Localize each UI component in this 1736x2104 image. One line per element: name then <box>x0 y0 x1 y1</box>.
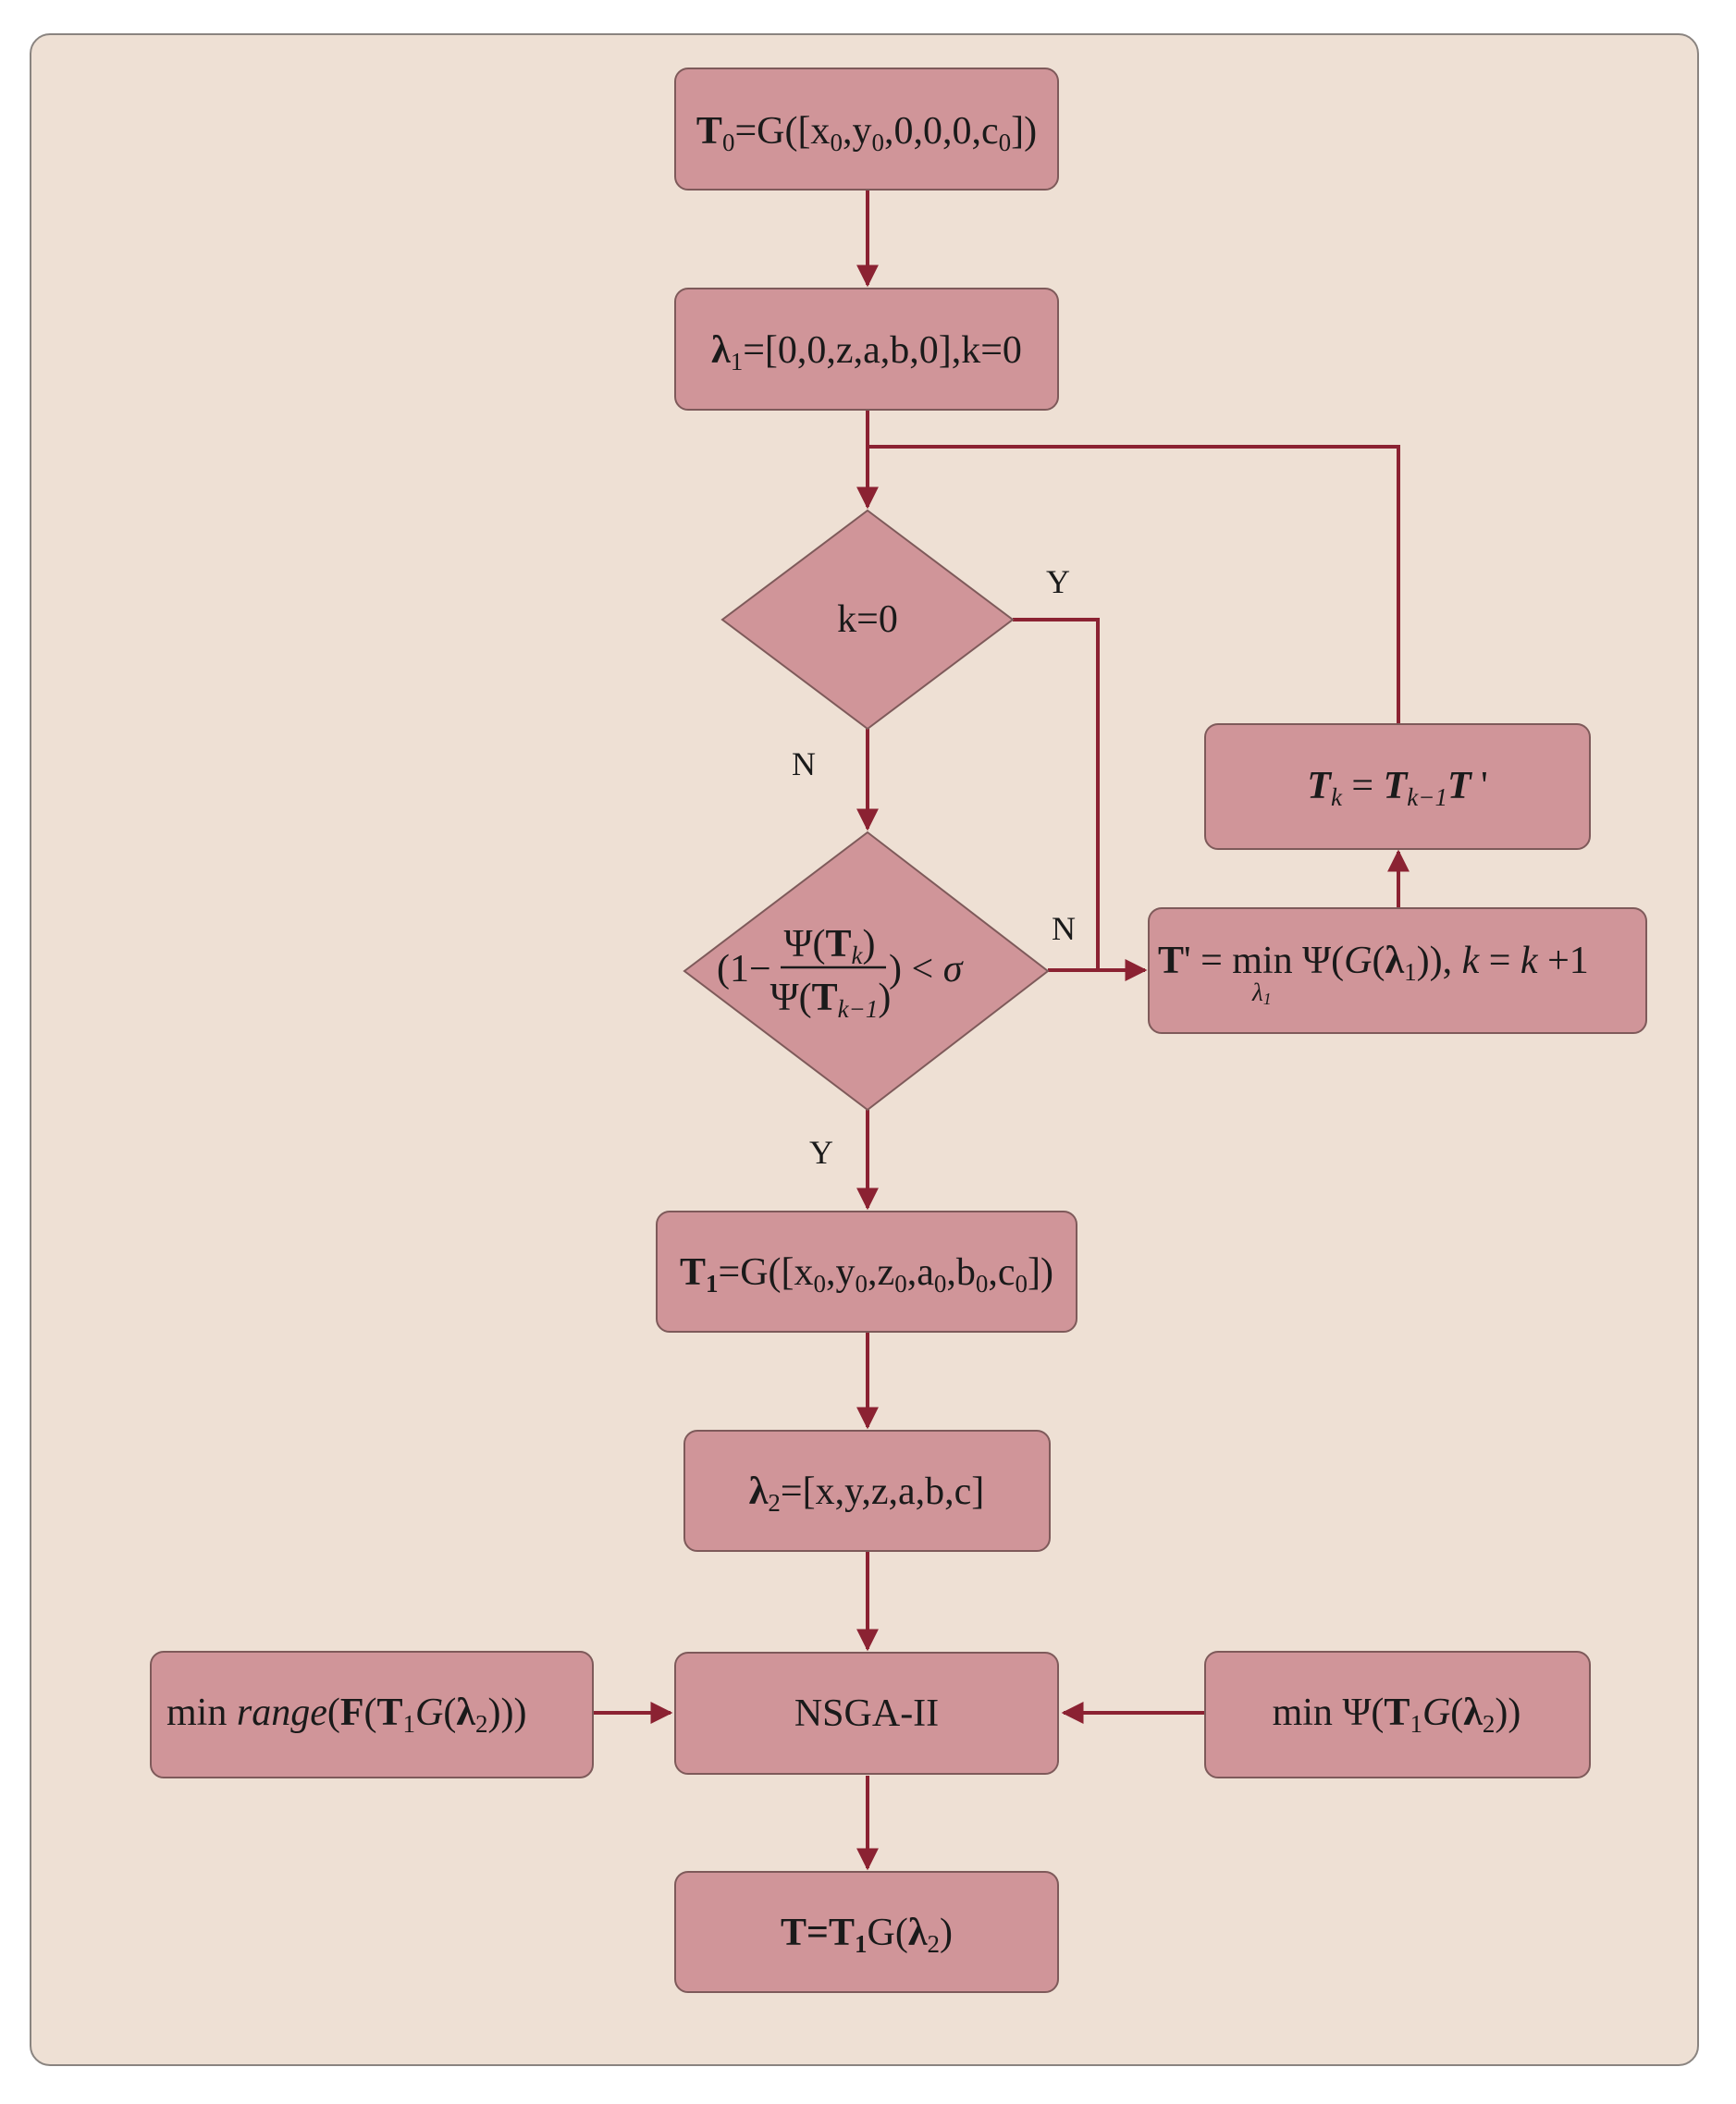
node-min-psi: min Ψ(T1G(λ2)) <box>1204 1651 1591 1778</box>
label-conv-yes: Y <box>809 1134 833 1171</box>
svg-text:min range(F(T1G(λ2))): min range(F(T1G(λ2))) <box>166 1692 526 1738</box>
edge-loop-back <box>868 445 1400 724</box>
svg-text:k=0: k=0 <box>837 598 898 641</box>
edges <box>593 191 1410 1871</box>
node-lambda1: λ1=[0,0,z,a,b,0],k=0 <box>674 288 1059 411</box>
node-nsga: NSGA-II <box>674 1652 1059 1775</box>
svg-text:λ1=[0,0,z,a,b,0],k=0: λ1=[0,0,z,a,b,0],k=0 <box>711 329 1022 375</box>
svg-text:Tk = Tk−1T ': Tk = Tk−1T ' <box>1307 765 1487 811</box>
svg-text:min Ψ(T1G(λ2)): min Ψ(T1G(λ2)) <box>1273 1692 1521 1738</box>
label-k-yes: Y <box>1046 563 1070 600</box>
node-t1: T1=G([x0,y0,z0,a0,b0,c0]) <box>656 1211 1077 1333</box>
svg-text:T' = min Ψ(G(λ1)), k = k +1: T' = min Ψ(G(λ1)), k = k +1 <box>1158 940 1589 986</box>
svg-text:λ2=[x,y,z,a,b,c]: λ2=[x,y,z,a,b,c] <box>749 1470 985 1517</box>
svg-text:Ψ(Tk−1): Ψ(Tk−1) <box>770 977 892 1023</box>
node-tk-update: Tk = Tk−1T ' <box>1204 723 1591 850</box>
svg-text:NSGA-II: NSGA-II <box>794 1692 939 1735</box>
edge-k-check-yes <box>1013 618 1100 968</box>
label-conv-no: N <box>1052 910 1076 947</box>
svg-text:T0=G([x0,y0,0,0,0,c0]): T0=G([x0,y0,0,0,0,c0]) <box>696 110 1037 156</box>
node-min-range: min range(F(T1G(λ2))) <box>150 1651 594 1778</box>
node-t0: T0=G([x0,y0,0,0,0,c0]) <box>674 68 1059 191</box>
svg-text:Ψ(Tk): Ψ(Tk) <box>784 923 876 969</box>
label-k-no: N <box>792 745 816 782</box>
node-t-prime: T' = min Ψ(G(λ1)), k = k +1 λ1 <box>1148 907 1647 1034</box>
node-k-check: k=0 <box>720 509 1015 731</box>
node-conv-check: (1− Ψ(Tk) Ψ(Tk−1) ) < σ <box>683 831 1050 1112</box>
svg-text:T=T1G(λ2): T=T1G(λ2) <box>781 1912 953 1958</box>
svg-text:T1=G([x0,y0,z0,a0,b0,c0]): T1=G([x0,y0,z0,a0,b0,c0]) <box>680 1251 1053 1298</box>
svg-text:(1−: (1− <box>717 948 771 990</box>
node-result: T=T1G(λ2) <box>674 1871 1059 1993</box>
svg-text:) < σ: ) < σ <box>889 948 965 990</box>
branch-labels: Y N N Y <box>792 563 1076 1171</box>
node-lambda2: λ2=[x,y,z,a,b,c] <box>683 1430 1051 1552</box>
svg-text:λ1: λ1 <box>1251 978 1272 1008</box>
